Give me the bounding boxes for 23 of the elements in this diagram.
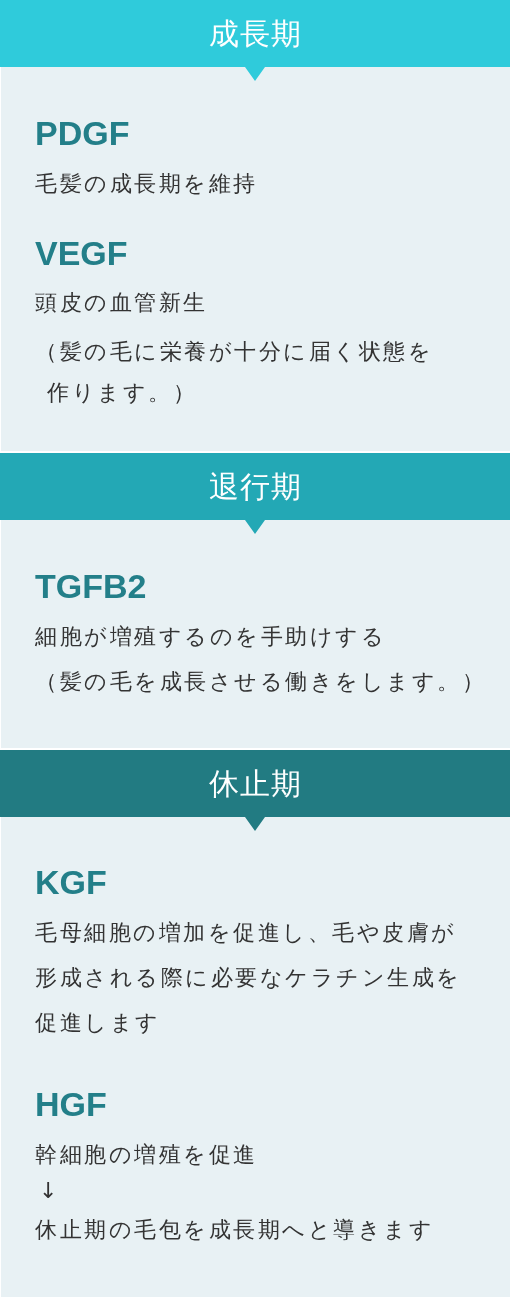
content-panel — [1, 520, 510, 748]
phase-title: 退行期 — [208, 469, 302, 505]
description-text: 細胞が増殖するのを手助けする — [35, 623, 386, 651]
description-text: （髪の毛を成長させる働きをします。） — [35, 668, 486, 696]
factor-name: HGF — [35, 1084, 107, 1124]
factor-name: VEGF — [35, 233, 128, 273]
content-panel — [1, 67, 510, 451]
description-text: 毛母細胞の増加を促進し、毛や皮膚が形成される際に必要なケラチン生成を促進します — [35, 919, 463, 1037]
down-arrow: ↓ — [38, 1177, 58, 1205]
description-text: 頭皮の血管新生 — [35, 289, 208, 317]
factor-name: TGFB2 — [35, 566, 147, 606]
phase-title: 成長期 — [208, 16, 302, 52]
description-text: （髪の毛に栄養が十分に届く状態を作ります。） — [35, 338, 434, 407]
description-text: 幹細胞の増殖を促進 — [35, 1141, 258, 1169]
phase-title: 休止期 — [208, 766, 302, 802]
factor-name: PDGF — [35, 113, 130, 153]
phase-banner — [0, 750, 510, 831]
description-text: 毛髪の成長期を維持 — [35, 170, 258, 198]
phase-banner — [0, 453, 510, 534]
content-panel — [1, 817, 510, 1297]
phase-banner — [0, 0, 510, 81]
factor-name: KGF — [35, 862, 107, 902]
description-text: 休止期の毛包を成長期へと導きます — [35, 1216, 434, 1244]
